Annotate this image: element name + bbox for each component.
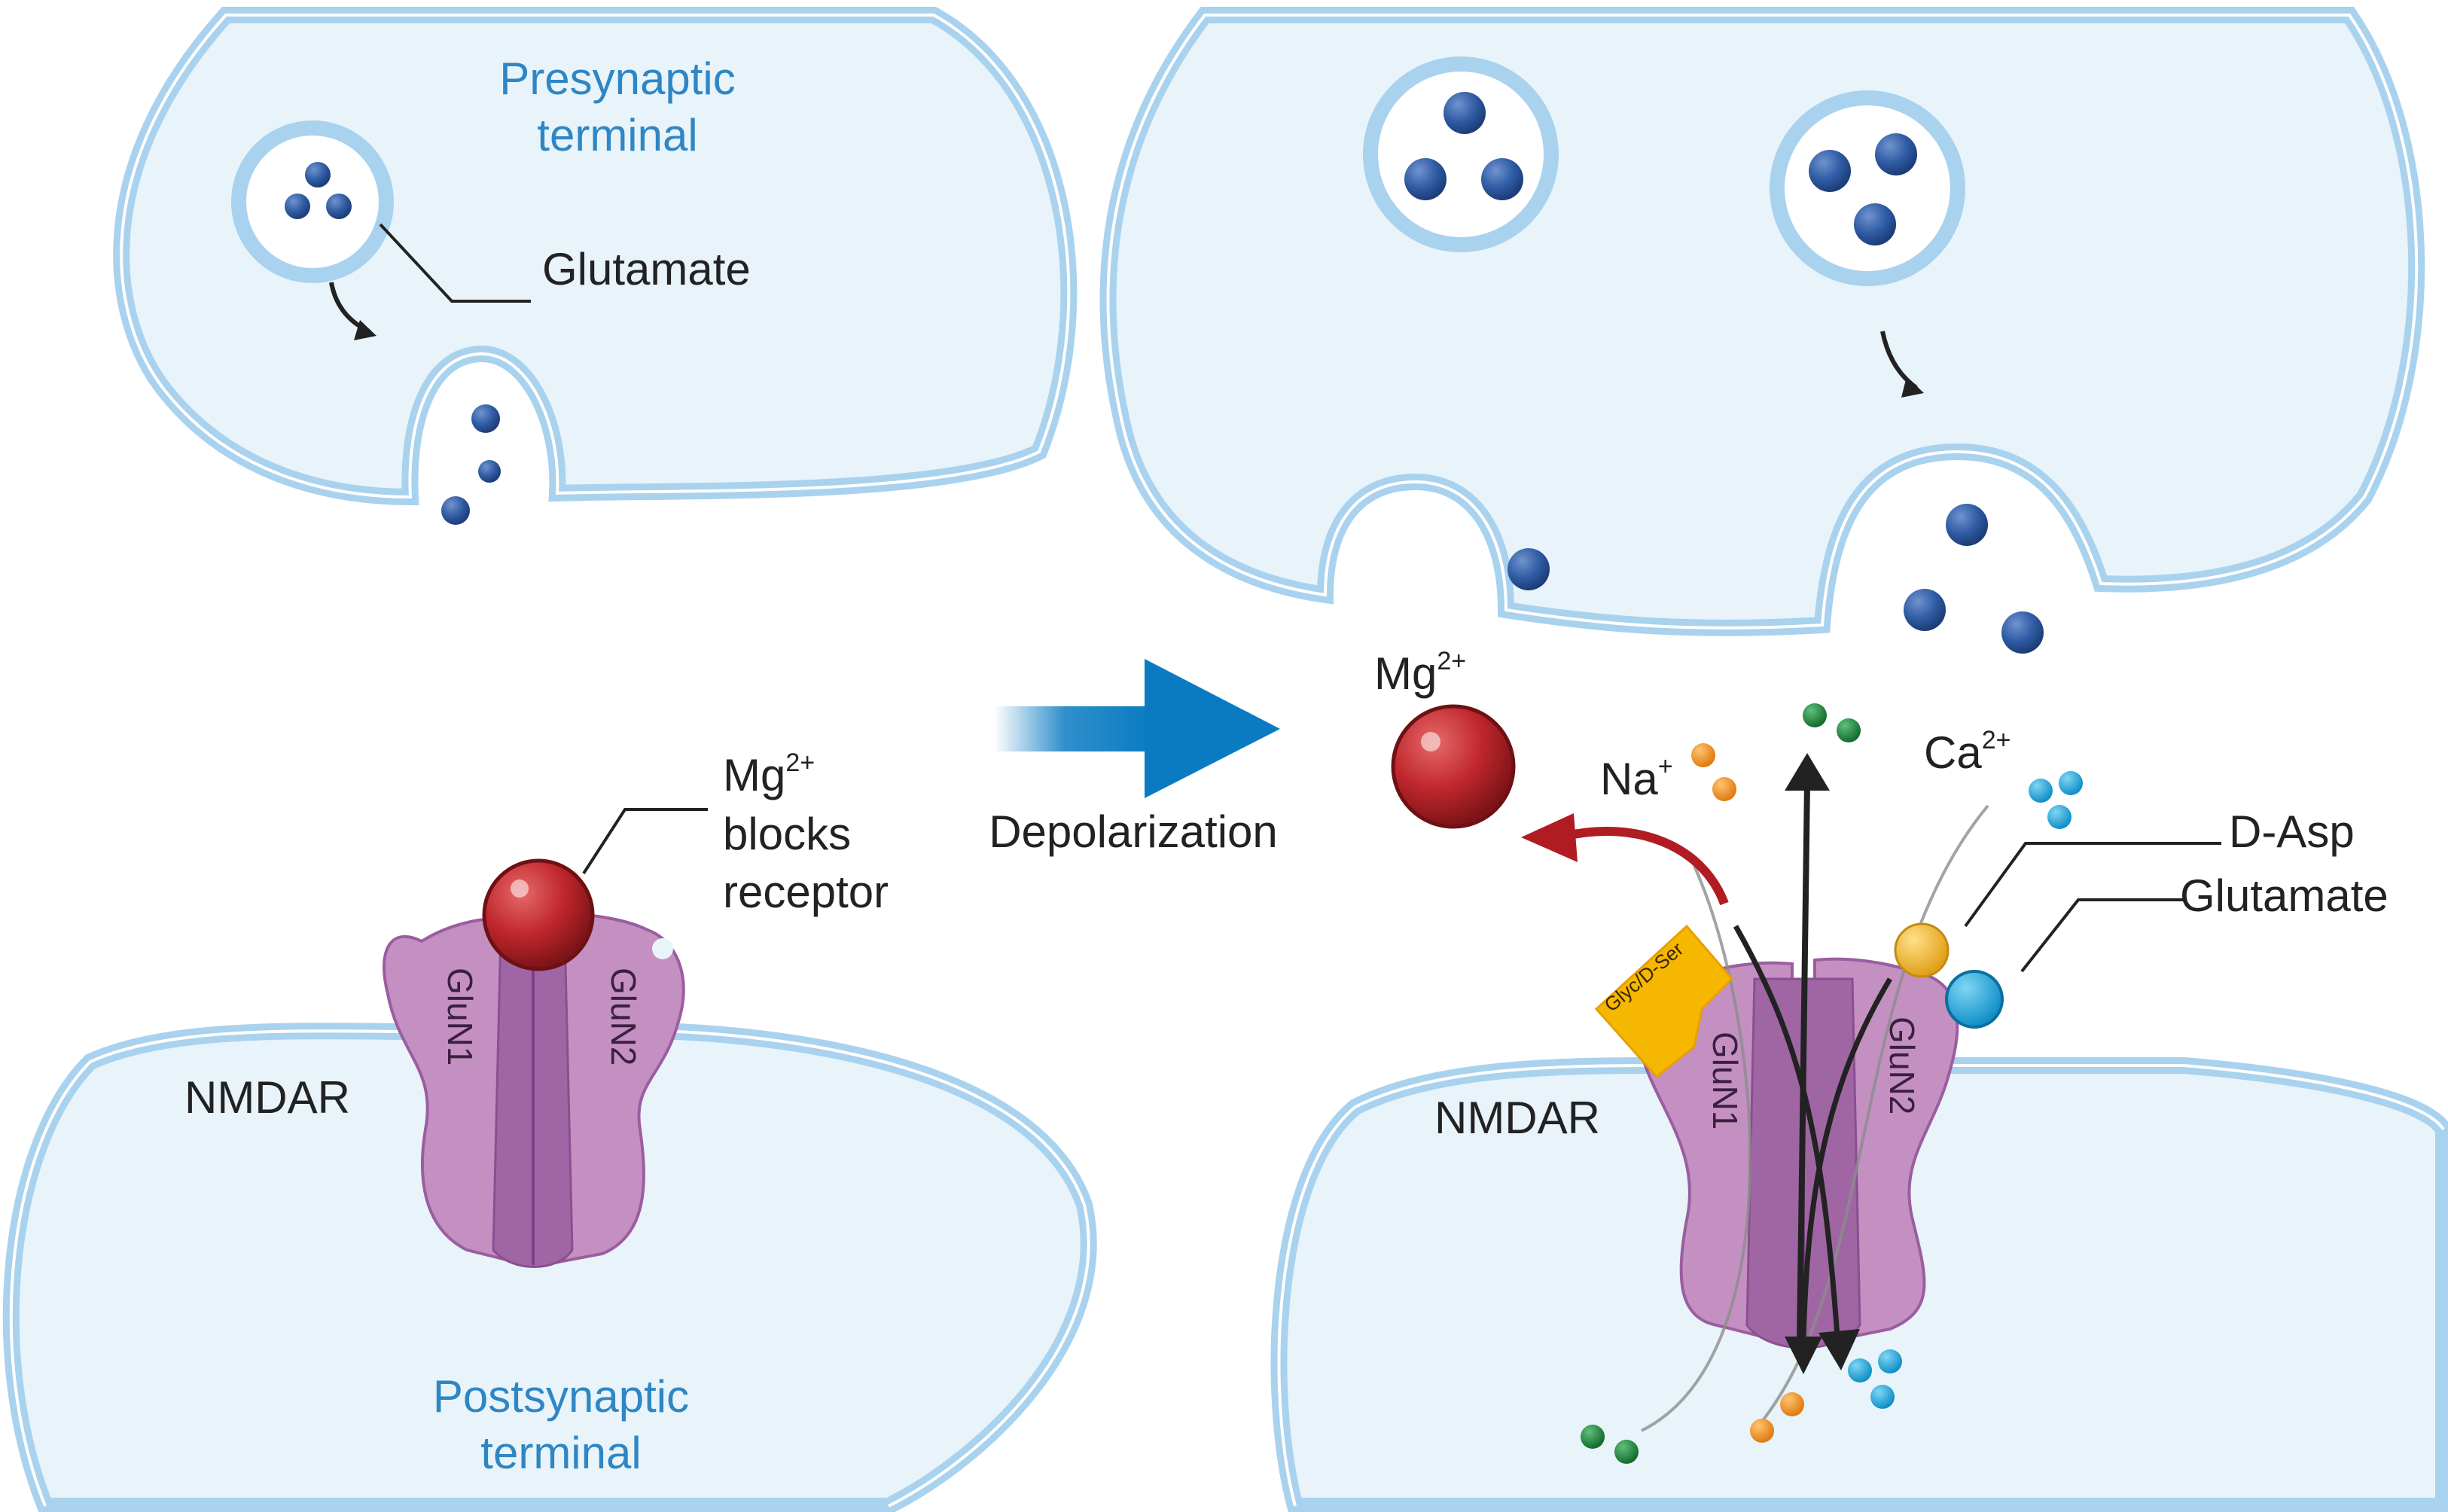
depolarization-label: Depolarization [989,806,1278,857]
mg-ion-highlight [511,879,529,898]
arrow-right-icon [994,659,1280,798]
mg-ion-highlight [1421,732,1440,751]
d-asp-ligand [1894,922,1950,978]
glutamate-ligand [1945,970,2004,1029]
postsynaptic-label-line1: Postsynaptic [433,1371,689,1422]
glutamate-vesicle-icon [231,120,394,283]
glutamate-leader-line [379,223,531,303]
glun2-label-left: GluN2 [604,968,643,1065]
mg-receptor-label: receptor [723,867,889,917]
glun2-label-right: GluN2 [1882,1017,1922,1114]
d-asp-label: D-Asp [2229,806,2355,857]
mg-label-right: Mg2+ [1374,647,1466,699]
glutamate-vesicle-icon [1363,56,1559,252]
mg-label-left: Mg2+ [723,748,815,800]
release-arrowhead-icon [1901,376,1924,398]
na-label: Na+ [1600,752,1673,804]
ca-ion-particles [1848,771,2083,1409]
nmda-receptor-icon [383,912,685,1268]
d-asp-leader-line [1964,842,2221,928]
ca-label: Ca2+ [1924,726,2011,778]
presynaptic-label-line2: terminal [537,110,697,160]
nmdar-label-left: NMDAR [184,1072,350,1123]
ion-flow-lines [1641,753,1989,1432]
released-glutamate-right [1508,504,2044,654]
glutamate-label-left: Glutamate [542,244,751,294]
mg-expulsion-arrow-icon [1565,827,1729,906]
glutamate-label-right: Glutamate [2180,870,2389,921]
mg-ion-blocking [482,858,595,971]
release-arrowhead-icon [354,320,376,340]
postsynaptic-terminal-left [2,1023,1097,1512]
released-glutamate-left [441,404,501,525]
glun1-label-left: GluN1 [441,968,480,1065]
presynaptic-terminal-right [1099,7,2425,636]
glutamate-vesicle-icon [1770,90,1965,286]
mg-expulsion-arrowhead-icon [1521,813,1578,862]
k-ion-particles [1581,703,1861,1464]
mg-blocks-label: blocks [723,809,851,859]
glun1-label-right: GluN1 [1706,1032,1745,1129]
mg-ion-expelled [1391,704,1516,829]
glutamate-leader-line [2020,898,2184,973]
mg-leader-line [582,808,708,875]
nmdar-label-right: NMDAR [1434,1093,1600,1143]
na-ion-particles [1691,743,1804,1443]
presynaptic-label-line1: Presynaptic [499,53,735,104]
postsynaptic-label-line2: terminal [480,1428,641,1478]
glyc-dser-ligand-icon [1594,924,1734,1079]
